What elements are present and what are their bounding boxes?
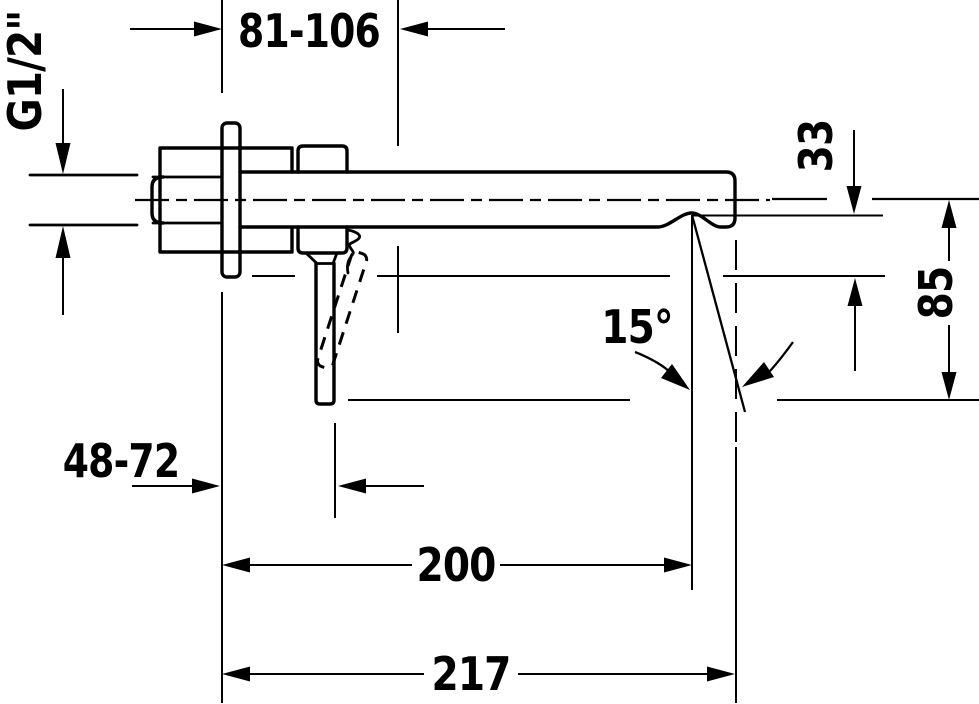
angle-arc-right [769,341,794,372]
angle-arc-left [634,350,673,375]
dimension-labels: G1/2" 81-106 33 85 15° 48-72 200 217 [0,4,964,702]
arrowhead-install-depth-left [194,21,222,37]
stream-angle-line [690,214,747,413]
dim-label-handle-depth: 48-72 [63,434,179,488]
dim-label-outlet-height: 85 [910,267,964,320]
mixer-body [158,146,294,254]
mounting-nut-top [296,144,349,174]
arrowhead-spout-reach-left [222,557,250,573]
dim-label-thread: G1/2" [0,11,53,132]
dim-label-stream-angle: 15° [601,301,672,355]
dim-outlet-drop-stems [853,130,856,371]
dim-label-install-depth: 81-106 [238,4,380,58]
arrowhead-total-projection-right [707,666,735,682]
arrowhead-thread-down [55,143,71,174]
spout [238,170,737,229]
wall-flange [220,121,242,279]
lever-handle [314,261,336,406]
arrowhead-outlet-height-up [941,200,957,228]
dim-label-outlet-drop: 33 [790,120,844,173]
faucet-parts [150,121,737,406]
arrowhead-handle-depth-left [338,478,366,494]
arrowhead-thread-up [55,226,71,258]
arrowhead-angle-left [661,364,690,390]
dim-label-total-projection: 217 [431,648,510,702]
arrowhead-outlet-drop-up [847,278,863,306]
arrowhead-spout-reach-right [664,557,692,573]
dim-label-spout-reach: 200 [416,539,495,593]
dimension-annotations [55,21,957,682]
arrowhead-install-depth-right [400,21,428,37]
arrowhead-handle-depth-right [192,478,220,494]
lever-handle-alt-position [315,250,369,370]
mounting-nut-bottom [296,225,349,255]
reference-lines [28,0,979,703]
arrowhead-total-projection-left [222,666,250,682]
arrowhead-outlet-height-down [941,372,957,400]
arrowhead-angle-right [742,362,774,387]
supply-nipple [150,175,165,225]
arrowhead-outlet-drop-down [846,186,862,214]
break-line-squiggle [346,228,361,275]
